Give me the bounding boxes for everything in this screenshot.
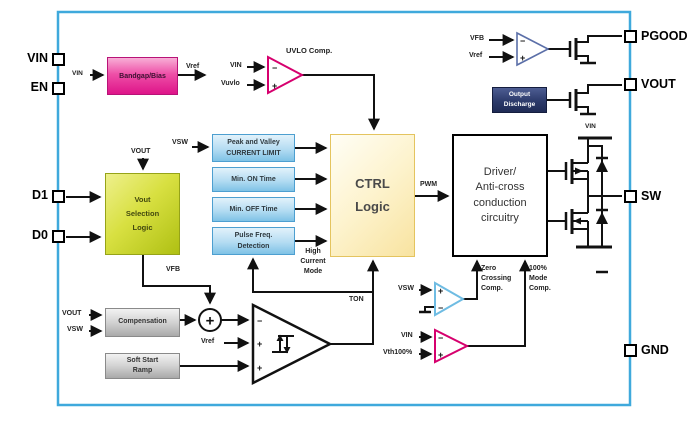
vout-discharge-fet [547, 84, 622, 116]
pin-vin[interactable] [52, 53, 65, 66]
pin-gnd[interactable] [624, 344, 637, 357]
hysteresis-icon [272, 334, 294, 354]
label-vsw-compensation: VSW [67, 326, 83, 333]
pgood-fet [548, 35, 622, 65]
label-vsw-peak: VSW [172, 139, 188, 146]
svg-text:+: + [272, 81, 277, 91]
label-vout-selection-input: VOUT [131, 148, 151, 155]
label-vout-compensation: VOUT [62, 310, 82, 317]
bandgap-bias-block: Bandgap/Bias [107, 57, 178, 95]
label-uvlo-comp: UVLO Comp. [286, 46, 333, 55]
svg-text:−: − [438, 333, 443, 343]
summing-plus-sign: + [206, 313, 215, 330]
label-vin-100: VIN [401, 332, 413, 339]
label-vref-pgood: Vref [469, 52, 483, 59]
svg-text:−: − [272, 63, 277, 73]
label-vref-bandgap: Vref [186, 63, 200, 70]
ctrl-logic-block: CTRL Logic [330, 134, 415, 257]
vout-selection-logic-block: Vout Selection Logic [105, 173, 180, 255]
label-vfb-pgood: VFB [470, 35, 484, 42]
label-vin-bandgap: VIN [72, 70, 83, 77]
pin-label-vout: VOUT [641, 77, 676, 91]
pin-label-en: EN [30, 80, 48, 94]
compensation-block: Compensation [105, 308, 180, 337]
error-comparator [251, 302, 333, 386]
label-vref-sum: Vref [201, 338, 215, 345]
label-vfb-mid: VFB [166, 266, 180, 273]
soft-start-ramp-block: Soft Start Ramp [105, 353, 180, 379]
peak-valley-current-limit-block: Peak and Valley CURRENT LIMIT [212, 134, 295, 162]
label-ton: TON [349, 296, 364, 303]
min-off-time-block: Min. OFF Time [212, 197, 295, 222]
svg-text:+: + [438, 286, 443, 296]
pin-sw[interactable] [624, 190, 637, 203]
label-vin-uvlo: VIN [230, 62, 242, 69]
power-stage [548, 136, 622, 274]
driver-anticross-block: Driver/ Anti-cross conduction circuitry [452, 134, 548, 257]
svg-text:+: + [257, 363, 262, 373]
uvlo-comparator [267, 55, 305, 95]
svg-text:−: − [257, 316, 262, 326]
pin-pgood[interactable] [624, 30, 637, 43]
label-vth100: Vth100% [383, 349, 413, 356]
label-zero-crossing-comp: Zero Crossing Comp. [481, 265, 512, 293]
pin-label-d0: D0 [32, 228, 48, 242]
label-vuvlo: Vuvlo [221, 80, 240, 87]
label-vin-rail: VIN [585, 123, 596, 130]
pin-label-sw: SW [641, 189, 662, 203]
output-discharge-block: Output Discharge [492, 87, 547, 113]
pin-label-vin: VIN [27, 51, 48, 65]
pulse-freq-detection-block: Pulse Freq. Detection [212, 227, 295, 255]
label-pwm: PWM [420, 181, 438, 188]
chip-outline [56, 10, 632, 407]
label-vsw-zero-crossing: VSW [398, 285, 414, 292]
pin-vout[interactable] [624, 78, 637, 91]
pin-en[interactable] [52, 82, 65, 95]
pin-d1[interactable] [52, 190, 65, 203]
svg-text:+: + [438, 350, 443, 360]
mode-100-comparator [434, 328, 470, 364]
summing-junction [198, 308, 222, 332]
svg-text:+: + [257, 339, 262, 349]
svg-text:−: − [520, 36, 525, 46]
label-100-mode-comp: 100% Mode Comp. [529, 265, 551, 293]
signal-wires [66, 34, 531, 372]
comparator-signs: − + − + + − − + − + + [257, 36, 525, 373]
pin-label-d1: D1 [32, 188, 48, 202]
pin-d0[interactable] [52, 230, 65, 243]
pgood-comparator [516, 31, 550, 67]
svg-text:+: + [520, 53, 525, 63]
pin-label-pgood: PGOOD [641, 29, 688, 43]
min-on-time-block: Min. ON Time [212, 167, 295, 192]
label-high-current-mode: High Current Mode [300, 248, 326, 276]
svg-text:−: − [438, 303, 443, 313]
pin-label-gnd: GND [641, 343, 669, 357]
zero-crossing-comparator [434, 281, 466, 317]
